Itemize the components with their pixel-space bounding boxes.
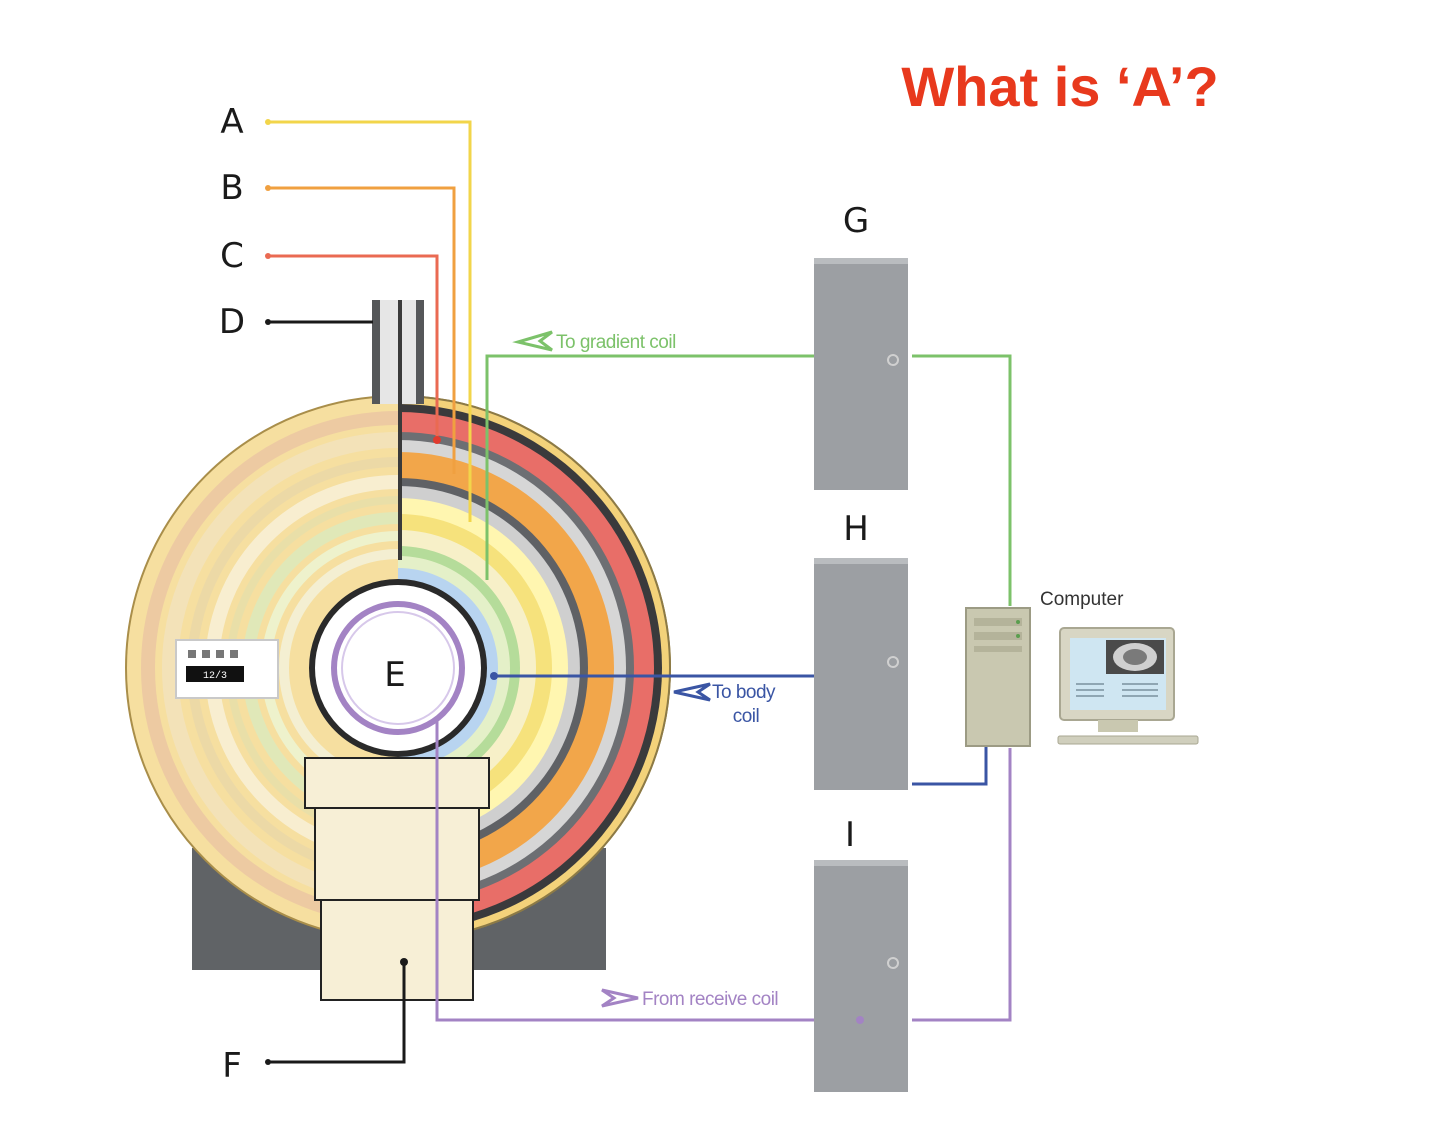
annotation-from-receive-coil: From receive coil [642,989,778,1010]
cabinet-I [814,860,908,1092]
table-middle [314,807,480,901]
leader-line-F [268,962,406,1064]
gradient-coil-line [485,354,860,580]
receive-coil-ring [331,601,465,735]
panel-display-text: 12/3 [203,670,227,682]
label-G: G [843,201,869,241]
question-title: What is ‘A’? [901,55,1219,118]
leader-line-B [268,186,456,474]
label-E: E [384,655,405,695]
label-A: A [220,102,243,142]
arrow-body-icon [673,682,711,702]
computer-monitor [1057,627,1199,745]
computer-tower [965,607,1031,747]
label-C: C [220,236,244,276]
annotation-to-body: To body [712,682,776,703]
receive-coil-line [435,716,860,1022]
label-H: H [843,509,869,549]
table-top [304,757,490,809]
arrow-receive-icon [601,988,639,1008]
label-I: I [845,815,855,855]
leader-line-A [268,120,472,522]
label-D: D [219,302,245,342]
label-B: B [220,168,243,208]
leader-line-C [268,254,439,440]
magnet-control-panel: 12/3 [175,639,279,699]
label-F: F [222,1046,242,1086]
annotation-to-gradient-coil: To gradient coil [556,332,676,353]
arrow-gradient-icon [512,330,553,352]
cabinet-H [814,558,908,790]
cabinet-G [814,258,908,490]
annotation-coil: coil [733,706,760,727]
computer-label: Computer [1040,589,1124,610]
table-base [320,899,474,1001]
